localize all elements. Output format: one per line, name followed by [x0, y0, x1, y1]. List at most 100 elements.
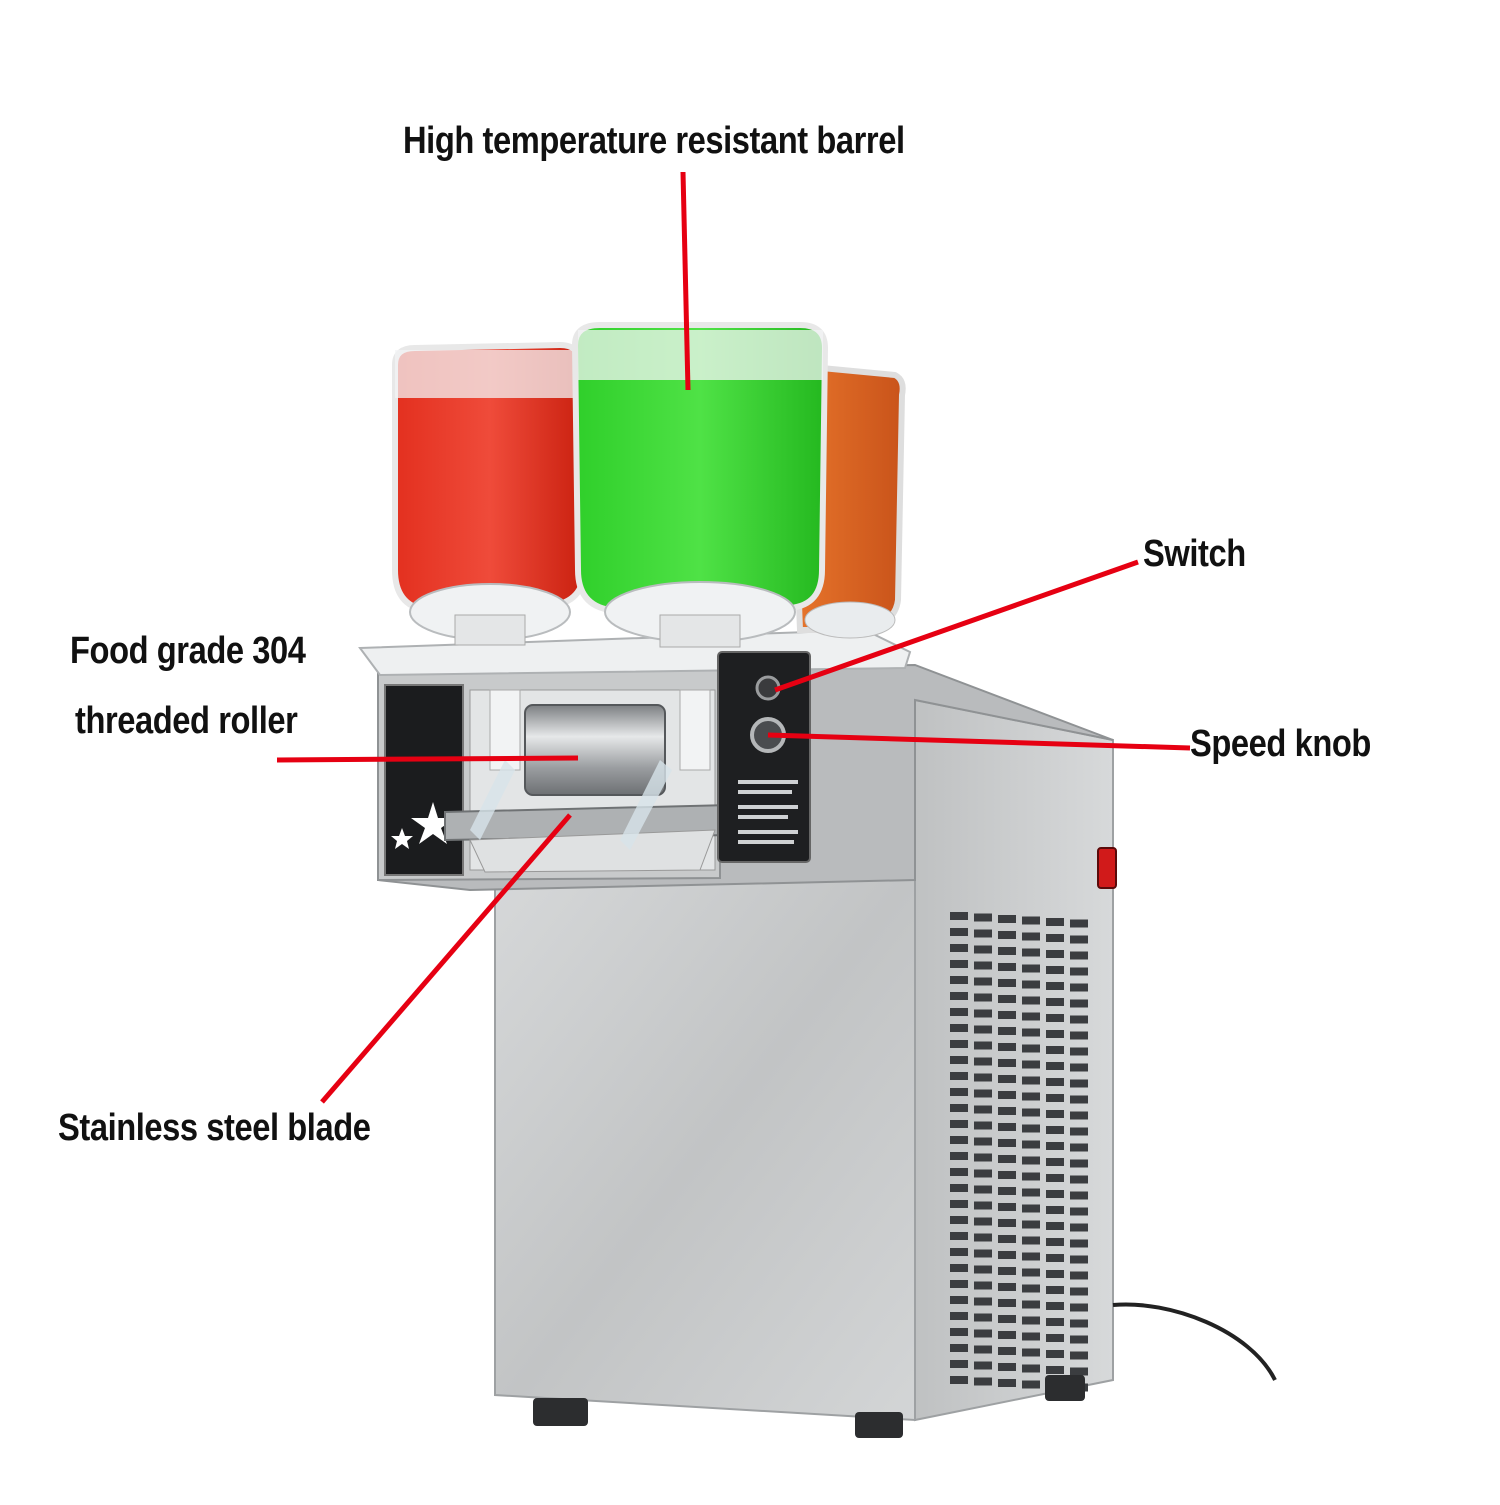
- vent-slot: [974, 1057, 992, 1066]
- vent-slot: [974, 1233, 992, 1242]
- vent-slot: [974, 1265, 992, 1274]
- vent-slot: [1070, 1287, 1088, 1296]
- switch-label: Switch: [1143, 533, 1246, 575]
- red-tank: [392, 341, 589, 646]
- vent-slot: [1046, 1158, 1064, 1166]
- vent-slot: [1022, 1140, 1040, 1149]
- vent-slot: [1070, 1367, 1088, 1376]
- vent-slot: [998, 1171, 1016, 1179]
- vent-slot: [974, 913, 992, 922]
- vent-slot: [974, 1249, 992, 1258]
- vent-slot: [1022, 1300, 1040, 1309]
- vent-slot: [998, 1219, 1016, 1227]
- vent-slot: [1070, 919, 1088, 928]
- vent-slot: [1046, 1094, 1064, 1102]
- vent-slot: [1046, 1030, 1064, 1038]
- vent-slot: [998, 1331, 1016, 1339]
- vent-slot: [1022, 1316, 1040, 1325]
- vent-slot: [1046, 1078, 1064, 1086]
- vent-slot: [950, 1216, 968, 1224]
- vent-slot: [950, 1184, 968, 1192]
- leader-lines: [276, 171, 1191, 1104]
- vent-slot: [974, 1025, 992, 1034]
- star-icon: [391, 802, 455, 849]
- vent-slot: [950, 944, 968, 952]
- vent-slot: [1070, 1239, 1088, 1248]
- vent-slot: [998, 931, 1016, 939]
- barrel-label: High temperature resistant barrel: [403, 120, 905, 162]
- vent-slot: [950, 1296, 968, 1304]
- vent-slot: [950, 1152, 968, 1160]
- vent-slot: [1046, 1286, 1064, 1294]
- vent-slot: [1046, 1046, 1064, 1054]
- vent-slot: [1022, 1220, 1040, 1229]
- vent-slot: [1046, 950, 1064, 958]
- vent-slot: [998, 1091, 1016, 1099]
- vent-slot: [1022, 916, 1040, 925]
- vent-slot: [998, 915, 1016, 923]
- vent-slot: [974, 1345, 992, 1354]
- vent-slot: [1046, 1366, 1064, 1374]
- vent-slot: [1070, 1159, 1088, 1168]
- vent-slot: [1070, 1063, 1088, 1072]
- vent-slot: [1046, 1142, 1064, 1150]
- vent-slot: [1022, 1108, 1040, 1117]
- vent-slot: [1046, 934, 1064, 942]
- vent-slot: [1070, 1191, 1088, 1200]
- vent-slot: [1022, 1332, 1040, 1341]
- vent-slot: [1022, 1092, 1040, 1101]
- vent-slot: [1046, 1222, 1064, 1230]
- vent-slot: [998, 1123, 1016, 1131]
- vent-slot: [1022, 1076, 1040, 1085]
- foot-back-right: [1045, 1375, 1085, 1401]
- vent-slot: [974, 929, 992, 938]
- vent-slot: [1046, 1110, 1064, 1118]
- vent-slot: [1046, 1126, 1064, 1134]
- vent-slot: [1070, 1143, 1088, 1152]
- vent-slot: [1022, 1252, 1040, 1261]
- vent-slot: [950, 928, 968, 936]
- vent-slot: [998, 1347, 1016, 1355]
- vent-slot: [1022, 1188, 1040, 1197]
- vent-slot: [998, 1283, 1016, 1291]
- threaded-roller: [524, 704, 666, 796]
- vent-slot: [1070, 999, 1088, 1008]
- vent-slot: [1070, 1015, 1088, 1024]
- roller-leader-line: [276, 755, 579, 763]
- vent-slot: [950, 1264, 968, 1272]
- vent-slot: [1046, 1062, 1064, 1070]
- vent-slot: [1070, 1047, 1088, 1056]
- vent-slot: [1070, 967, 1088, 976]
- vent-slot: [974, 1329, 992, 1338]
- vent-slot: [1022, 1236, 1040, 1245]
- vent-slot: [974, 1169, 992, 1178]
- foot-front-left: [533, 1398, 588, 1426]
- vent-slot: [1070, 1095, 1088, 1104]
- vent-slot: [974, 1121, 992, 1130]
- base-cabinet: [494, 698, 1277, 1438]
- vent-slot: [1022, 1348, 1040, 1357]
- vent-slot: [1022, 1044, 1040, 1053]
- vent-slot: [1022, 1172, 1040, 1181]
- vent-slot: [998, 1043, 1016, 1051]
- vent-slot: [1070, 935, 1088, 944]
- vent-slot: [1046, 1270, 1064, 1278]
- vent-slot: [1070, 1223, 1088, 1232]
- vent-slot: [950, 992, 968, 1000]
- vent-slot: [1046, 1302, 1064, 1310]
- vent-slot: [998, 1299, 1016, 1307]
- vent-slot: [1070, 1271, 1088, 1280]
- vent-slot: [998, 963, 1016, 971]
- vent-slot: [950, 1088, 968, 1096]
- vent-slot: [1070, 1255, 1088, 1264]
- vent-slot: [1022, 1204, 1040, 1213]
- vent-slot: [950, 1344, 968, 1352]
- vent-slot: [974, 1105, 992, 1114]
- switch-leader-line: [774, 559, 1139, 693]
- vent-slot: [998, 1059, 1016, 1067]
- vent-slot: [998, 1363, 1016, 1371]
- vent-slot: [950, 1376, 968, 1384]
- vent-slot: [998, 1011, 1016, 1019]
- vent-slot: [974, 1201, 992, 1210]
